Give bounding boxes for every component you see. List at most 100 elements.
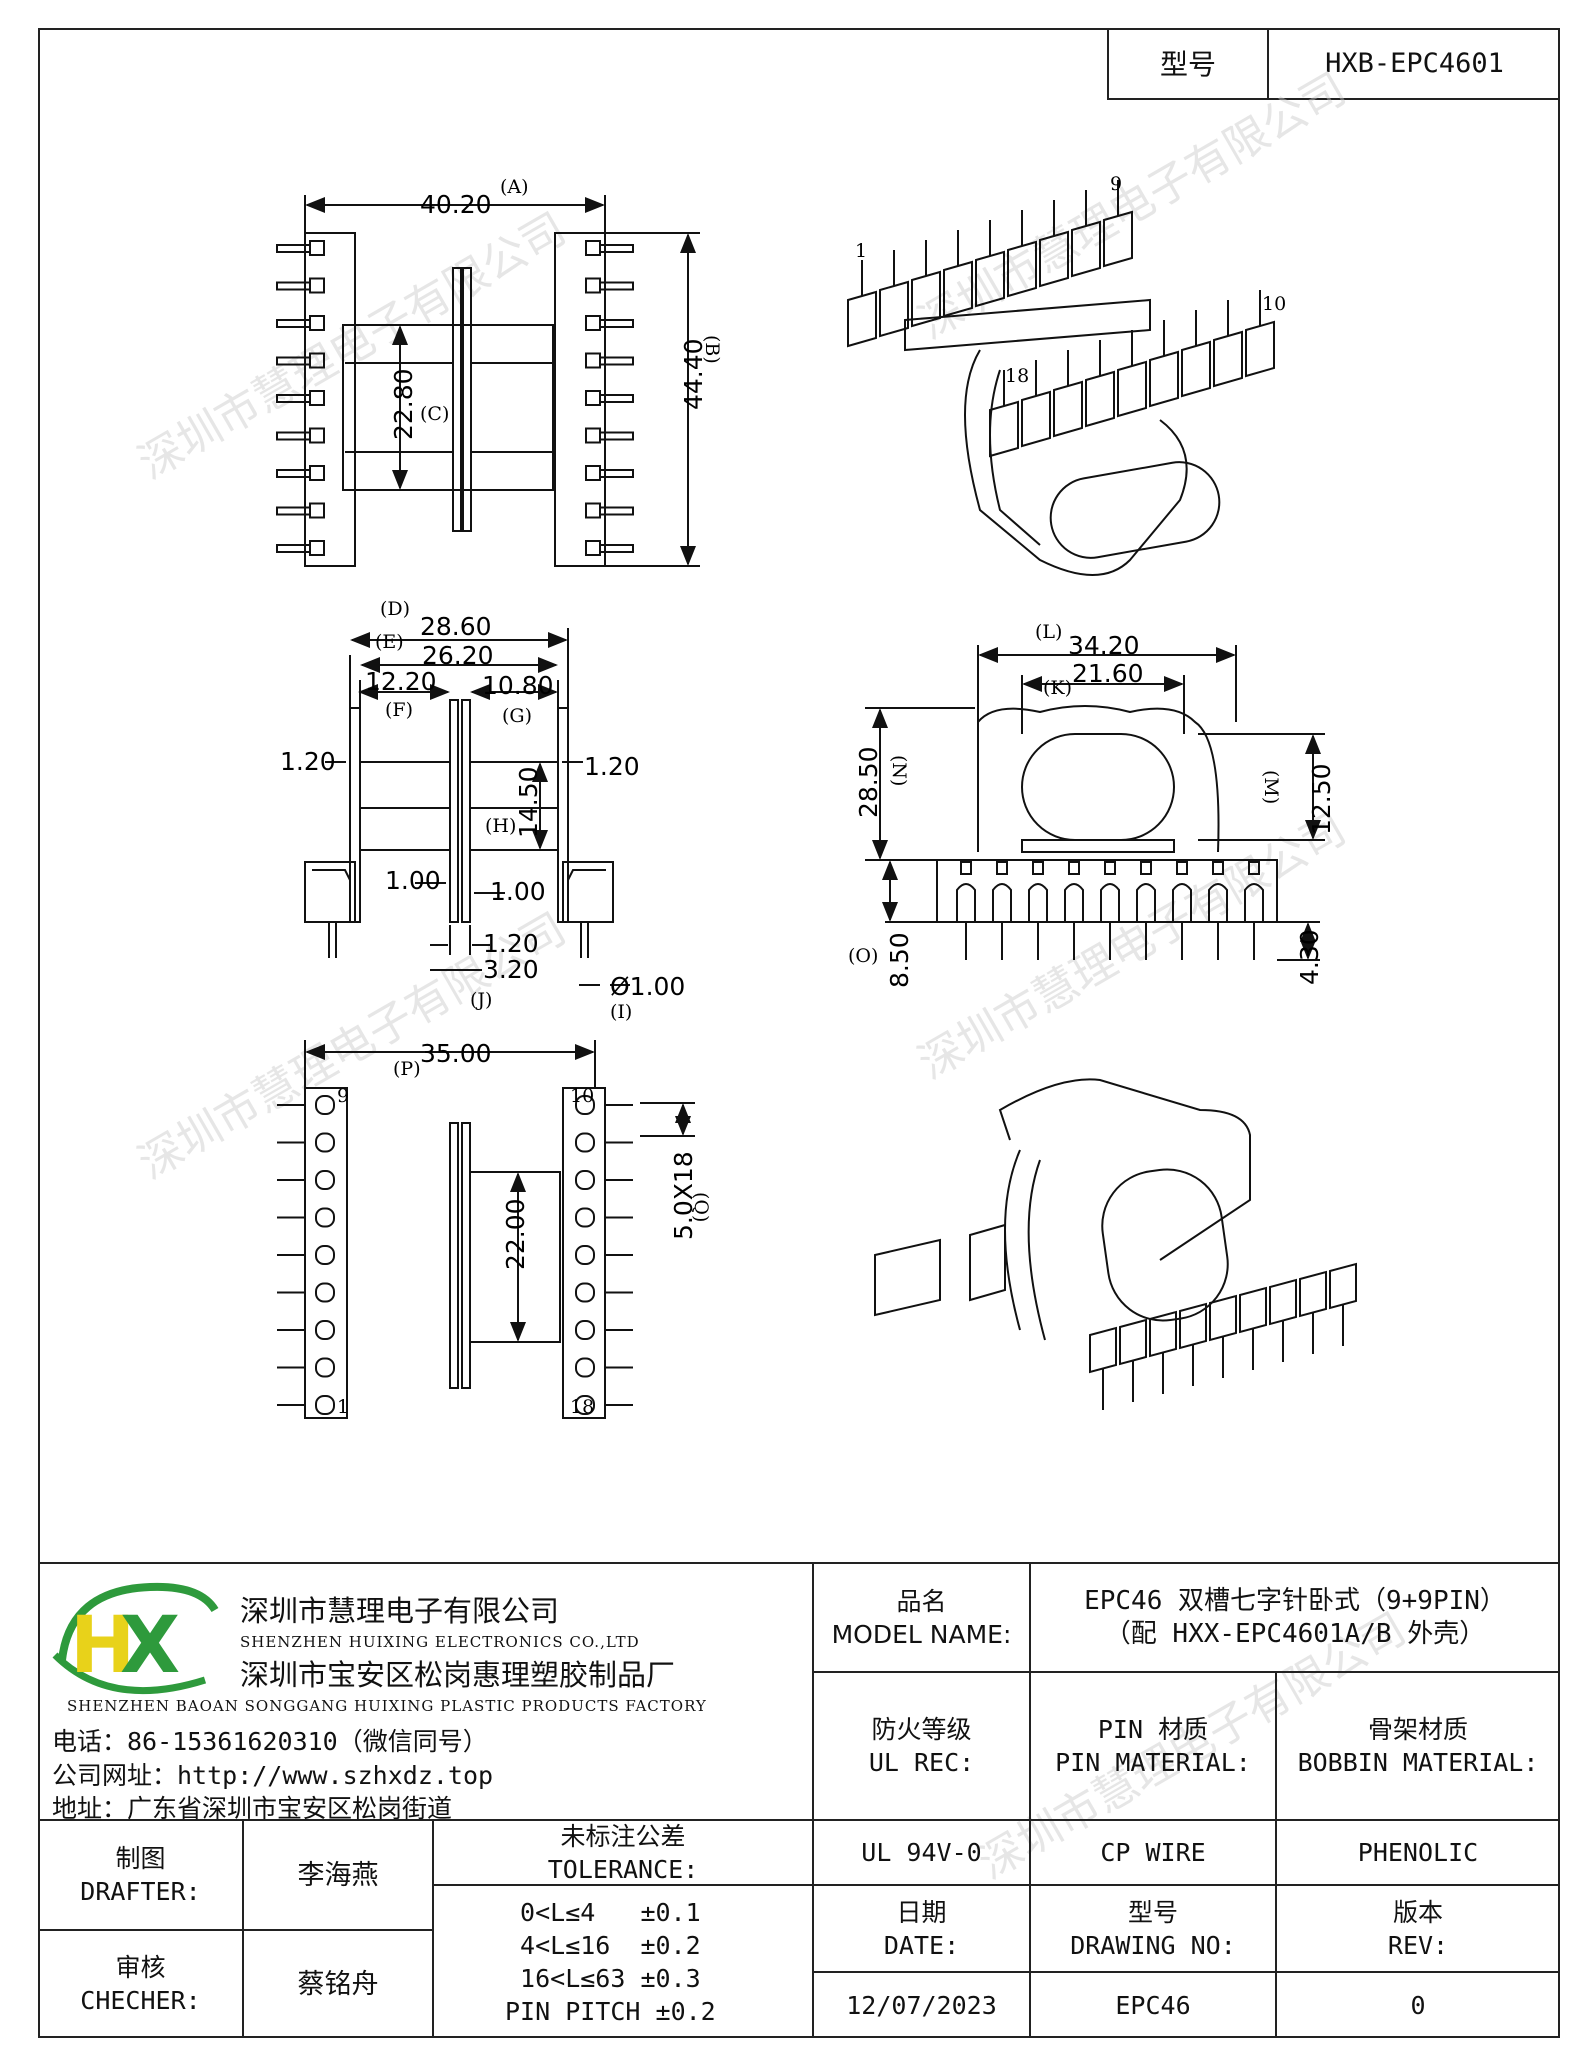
pin-notch bbox=[1140, 861, 1152, 875]
end-view-pins bbox=[956, 861, 1264, 960]
logo-letter-x: X bbox=[120, 1601, 180, 1691]
pin-shoulder bbox=[309, 240, 325, 256]
dim-l: 34.20 bbox=[1068, 631, 1140, 660]
dim-a-tag: (A) bbox=[500, 176, 529, 198]
pin-block bbox=[1245, 320, 1275, 378]
company-address: 地址：广东省深圳市宝安区松岗街道 bbox=[52, 1794, 453, 1823]
pin-notch bbox=[1248, 861, 1260, 875]
date-label: 日期 DATE: bbox=[883, 1897, 960, 1960]
drafter-value: 李海燕 bbox=[297, 1859, 379, 1891]
pin-block bbox=[1089, 1326, 1117, 1374]
pin-hole bbox=[315, 1170, 335, 1190]
pin-hole bbox=[575, 1245, 595, 1265]
pin-block bbox=[1179, 1302, 1207, 1350]
pin-shoulder bbox=[585, 240, 601, 256]
pin-hole bbox=[315, 1095, 335, 1115]
drawing-no-label: 型号 DRAWING NO: bbox=[1070, 1897, 1236, 1960]
dim-d-tag: (D) bbox=[380, 598, 410, 620]
pin-notch bbox=[1068, 861, 1080, 875]
dim-g-tag: (G) bbox=[502, 705, 532, 727]
pin-notch bbox=[960, 861, 972, 875]
pin-block bbox=[1209, 1294, 1237, 1342]
dim-i-tag: (I) bbox=[610, 1001, 632, 1023]
bottom-view bbox=[277, 1040, 695, 1419]
dim-c-tag: (C) bbox=[420, 403, 449, 425]
pin-block bbox=[1269, 1278, 1297, 1326]
pin-block bbox=[1119, 1318, 1147, 1366]
pin-shoulder bbox=[585, 465, 601, 481]
drawing-frame bbox=[38, 28, 1560, 2038]
pin-block bbox=[1149, 350, 1179, 408]
dim-r: 22.00 bbox=[501, 1198, 530, 1270]
pin-hole bbox=[575, 1095, 595, 1115]
pin-shoulder bbox=[585, 352, 601, 369]
pin-hole bbox=[575, 1320, 595, 1340]
isometric-view-bottom bbox=[874, 1078, 1357, 1410]
pin-material-label: PIN 材质 PIN MATERIAL: bbox=[1055, 1715, 1251, 1777]
dim-j2: 3.20 bbox=[483, 955, 539, 984]
pin-slot bbox=[1100, 883, 1120, 922]
dim-f-tag: (F) bbox=[385, 699, 413, 721]
pin-slot bbox=[1028, 883, 1048, 922]
model-value-cell: HXB-EPC4601 bbox=[1267, 28, 1560, 100]
pin-label-1: 1 bbox=[337, 1396, 349, 1418]
isometric-top-front-pins bbox=[989, 290, 1275, 458]
pin-block bbox=[847, 290, 877, 348]
pin-block bbox=[975, 250, 1005, 308]
revision-label: 版本 REV: bbox=[1387, 1897, 1449, 1960]
dim-i: Ø1.00 bbox=[610, 972, 685, 1001]
pin-hole bbox=[315, 1357, 335, 1378]
company-phone: 电话：86-15361620310（微信同号） bbox=[52, 1727, 488, 1756]
dim-w2: 1.20 bbox=[584, 752, 640, 781]
pin-block bbox=[1085, 370, 1115, 428]
model-label-cell: 型号 bbox=[1107, 28, 1267, 100]
drawing-no-value: EPC46 bbox=[1115, 1990, 1191, 2020]
watermark-1: 深圳市慧理电子有限公司 bbox=[130, 203, 575, 489]
pin-block bbox=[1053, 380, 1083, 438]
pin-shoulder bbox=[309, 315, 325, 331]
isometric-top-back-pins bbox=[847, 180, 1133, 348]
checker-label: 审核 CHECHER: bbox=[80, 1953, 201, 2015]
dim-n: 28.50 bbox=[854, 746, 883, 818]
product-label: 品名 MODEL NAME: bbox=[831, 1586, 1012, 1649]
pin-notch bbox=[1212, 861, 1224, 875]
dim-p-tag: (P) bbox=[393, 1058, 421, 1080]
pin-label-18: 18 bbox=[570, 1396, 594, 1418]
dim-k: 21.60 bbox=[1072, 659, 1144, 688]
fire-rating-label: 防火等级 UL REC: bbox=[868, 1715, 975, 1777]
dim-c: 22.80 bbox=[389, 368, 418, 440]
tolerance-label: 未标注公差 TOLERANCE: bbox=[547, 1821, 699, 1884]
dim-b-tag: (B) bbox=[701, 335, 723, 364]
dim-e: 26.20 bbox=[422, 641, 494, 670]
pin-shoulder bbox=[585, 427, 601, 444]
pin-label-10: 10 bbox=[570, 1085, 594, 1107]
pin-hole bbox=[315, 1132, 335, 1153]
pin-block bbox=[1329, 1262, 1357, 1310]
pin-shoulder bbox=[585, 315, 601, 331]
pin-block bbox=[1007, 240, 1037, 298]
company-logo: H X bbox=[52, 1582, 219, 1695]
pin-block bbox=[1039, 230, 1069, 288]
pin-hole bbox=[315, 1207, 335, 1228]
dim-g: 10.80 bbox=[482, 671, 554, 700]
dim-w1: 1.20 bbox=[280, 747, 336, 776]
pin-label-9: 9 bbox=[337, 1085, 349, 1107]
model-value: HXB-EPC4601 bbox=[1325, 47, 1504, 79]
dim-q-tag: (Q) bbox=[690, 1192, 712, 1222]
pin-block bbox=[911, 270, 941, 328]
tolerance-values: 0<L≤4 ±0.1 4<L≤16 ±0.2 16<L≤63 ±0.3 PIN … bbox=[505, 1897, 716, 2026]
pin-block bbox=[943, 260, 973, 318]
dim-k-tag: (K) bbox=[1043, 677, 1072, 699]
bottom-view-left-pins bbox=[277, 1095, 335, 1415]
pin-shoulder bbox=[585, 390, 601, 406]
end-view bbox=[865, 645, 1325, 961]
pin-shoulder bbox=[309, 465, 325, 481]
pin-shoulder bbox=[309, 540, 325, 556]
revision-value: 0 bbox=[1410, 1990, 1426, 2020]
pin-shoulder bbox=[585, 502, 601, 519]
dim-d: 28.60 bbox=[420, 612, 492, 641]
pin-block bbox=[1213, 330, 1243, 388]
iso-pin-label-10: 10 bbox=[1262, 293, 1286, 315]
dim-pin-len: 4.30 bbox=[1295, 929, 1324, 985]
